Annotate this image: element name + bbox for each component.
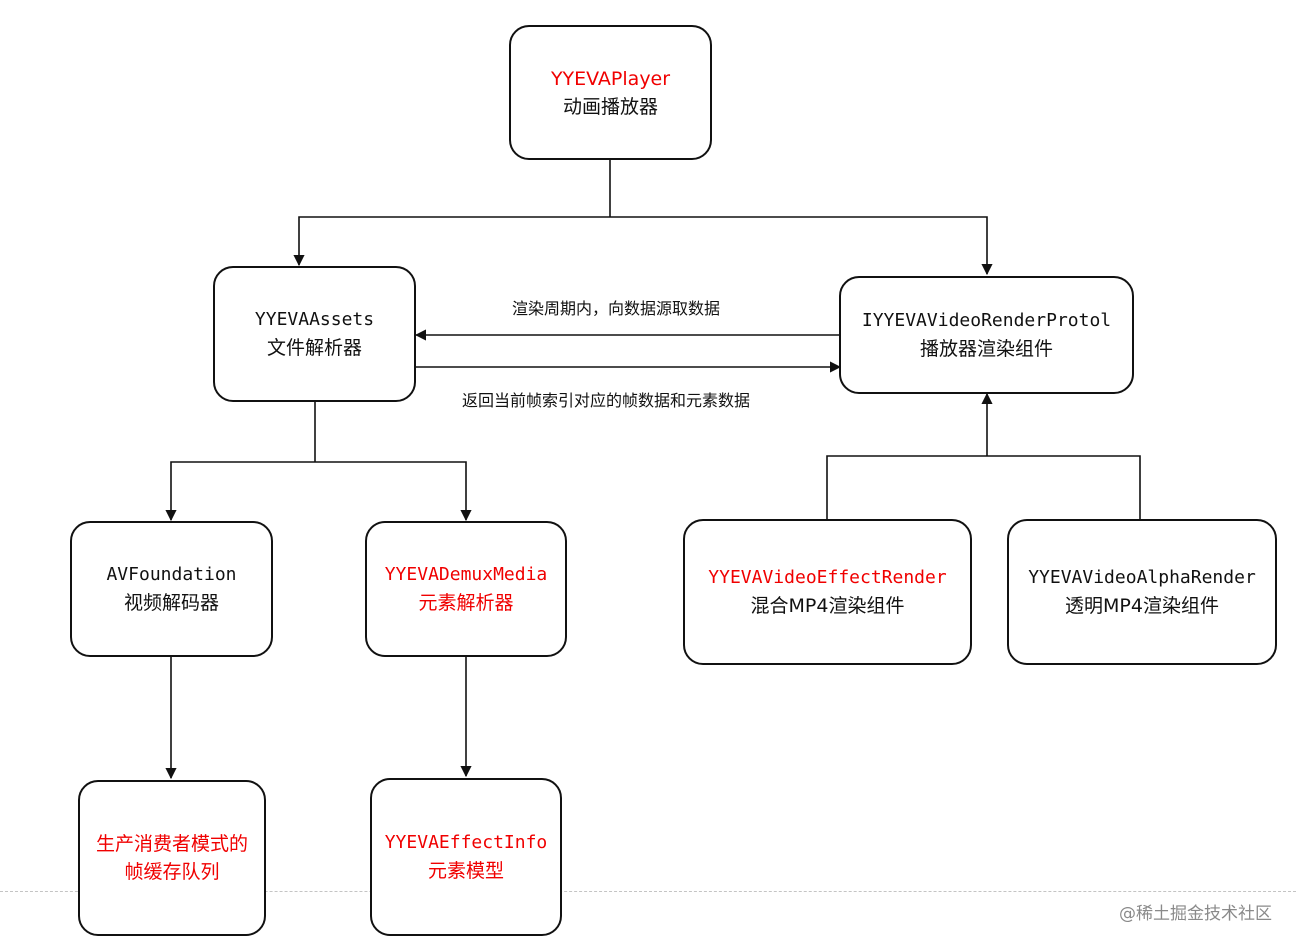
edge-assets-to-avfoundation: [165, 461, 315, 522]
node-alpha-render: YYEVAVideoAlphaRender 透明MP4渲染组件: [1007, 519, 1277, 665]
node-frame-queue: 生产消费者模式的 帧缓存队列: [78, 780, 266, 936]
node-description: 帧缓存队列: [124, 861, 220, 883]
node-yyeva-player: YYEVAPlayer 动画播放器: [509, 25, 712, 160]
node-title: AVFoundation: [106, 564, 237, 585]
node-title: YYEVAVideoEffectRender: [708, 567, 947, 588]
node-demux-media: YYEVADemuxMedia 元素解析器: [365, 521, 567, 657]
edge-assets-to-demux: [315, 461, 472, 522]
node-description: 元素模型: [427, 860, 504, 882]
node-yyeva-assets: YYEVAAssets 文件解析器: [213, 266, 416, 402]
node-effect-render: YYEVAVideoEffectRender 混合MP4渲染组件: [683, 519, 972, 665]
node-title: YYEVADemuxMedia: [384, 564, 548, 585]
node-title: YYEVAEffectInfo: [384, 832, 548, 853]
node-title: IYYEVAVideoRenderProtol: [861, 310, 1112, 331]
edge-player-to-render-protocol: [610, 216, 993, 276]
node-description: 元素解析器: [418, 592, 514, 614]
edge-effect-render-up: [826, 455, 1141, 520]
node-render-protocol: IYYEVAVideoRenderProtol 播放器渲染组件: [839, 276, 1134, 394]
node-description: 透明MP4渲染组件: [1065, 595, 1219, 617]
node-description: 混合MP4渲染组件: [750, 595, 905, 617]
node-avfoundation: AVFoundation 视频解码器: [70, 521, 273, 657]
node-description: 文件解析器: [266, 337, 362, 359]
node-title: YYEVAVideoAlphaRender: [1028, 567, 1256, 588]
node-title: 生产消费者模式的: [95, 833, 248, 855]
node-description: 视频解码器: [123, 592, 219, 614]
divider-line: [0, 891, 1296, 892]
node-description: 播放器渲染组件: [919, 338, 1053, 360]
node-description: 动画播放器: [562, 95, 658, 118]
edge-label-request: 渲染周期内，向数据源取数据: [512, 299, 721, 318]
edge-label-response: 返回当前帧索引对应的帧数据和元素数据: [462, 391, 751, 410]
node-title: YYEVAPlayer: [550, 67, 671, 90]
node-effect-info: YYEVAEffectInfo 元素模型: [370, 778, 562, 936]
edge-player-to-assets: [293, 216, 610, 267]
watermark: @稀土掘金技术社区: [1119, 904, 1272, 924]
node-title: YYEVAAssets: [254, 309, 375, 330]
